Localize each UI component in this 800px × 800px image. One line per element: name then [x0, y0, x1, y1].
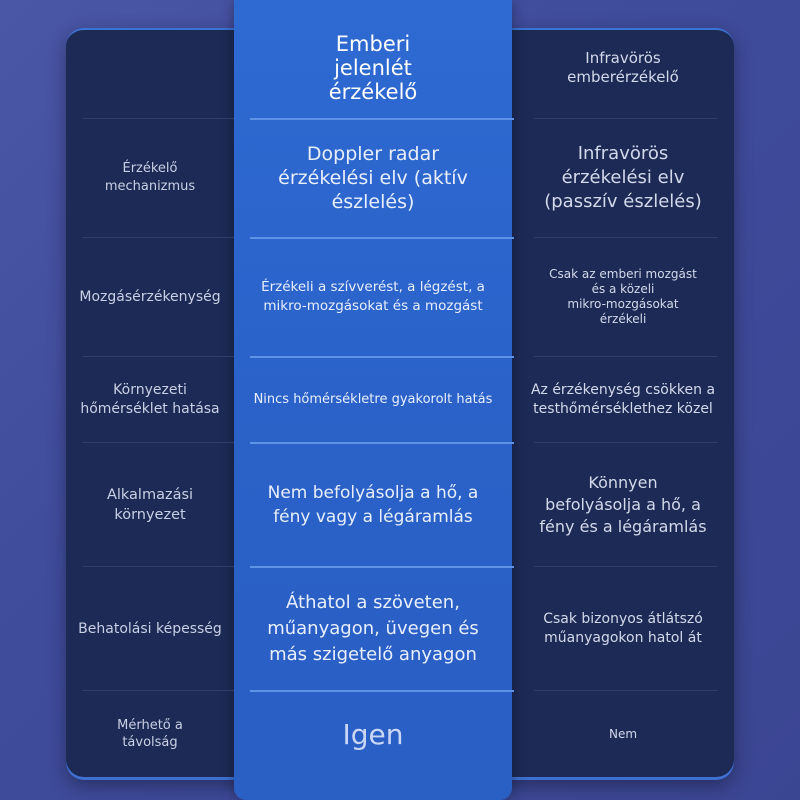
infrared-sensor-value: Csak az emberi mozgást és a közeli mikro…	[549, 267, 697, 326]
infrared-sensor-value: Könnyen befolyásolja a hő, a fény és a l…	[539, 472, 707, 536]
row-divider	[82, 442, 718, 444]
row-label: Érzékelő mechanizmus	[104, 161, 196, 194]
presence-sensor-value: Áthatol a szöveten, műanyagon, üvegen és…	[267, 591, 479, 665]
row-label: Alkalmazási környezet	[106, 486, 194, 523]
presence-sensor-value: Doppler radar érzékelési elv (aktív észl…	[278, 143, 468, 213]
presence-sensor-value: Nem befolyásolja a hő, a fény vagy a lég…	[267, 482, 479, 527]
row-divider	[82, 118, 718, 120]
highlight-column	[234, 0, 512, 800]
table-row: Érzékelő mechanizmus Doppler radar érzék…	[66, 119, 734, 237]
comparison-table: Emberi jelenlét érzékelő Infravörös embe…	[66, 0, 734, 800]
infrared-sensor-value: Infravörös érzékelési elv (passzív észle…	[544, 143, 702, 212]
header-row: Emberi jelenlét érzékelő Infravörös embe…	[66, 18, 734, 118]
infrared-sensor-value: Az érzékenység csökken a testhőmérséklet…	[530, 381, 716, 417]
table-row: Mozgásérzékenység Érzékeli a szívverést,…	[66, 238, 734, 356]
header-infrared-sensor: Infravörös emberérzékelő	[567, 49, 679, 86]
row-label: Mérhető a távolság	[117, 718, 183, 750]
row-label: Mozgásérzékenység	[79, 289, 221, 305]
infrared-sensor-value: Csak bizonyos átlátszó műanyagokon hatol…	[543, 610, 703, 646]
row-divider	[82, 566, 718, 568]
presence-sensor-value: Igen	[342, 717, 404, 751]
row-divider	[82, 237, 718, 239]
row-label: Behatolási képesség	[78, 620, 222, 637]
table-row: Alkalmazási környezet Nem befolyásolja a…	[66, 443, 734, 566]
header-label-empty	[66, 18, 234, 118]
table-row: Mérhető a távolság Igen Nem	[66, 691, 734, 777]
table-row: Behatolási képesség Áthatol a szöveten, …	[66, 567, 734, 690]
table-row: Környezeti hőmérséklet hatása Nincs hőmé…	[66, 357, 734, 442]
row-divider	[82, 690, 718, 692]
infrared-sensor-value: Nem	[608, 727, 638, 741]
presence-sensor-value: Nincs hőmérsékletre gyakorolt hatás	[253, 391, 493, 407]
row-divider	[82, 356, 718, 358]
row-label: Környezeti hőmérséklet hatása	[80, 381, 220, 417]
header-presence-sensor: Emberi jelenlét érzékelő	[328, 32, 418, 104]
presence-sensor-value: Érzékeli a szívverést, a légzést, a mikr…	[261, 279, 485, 314]
